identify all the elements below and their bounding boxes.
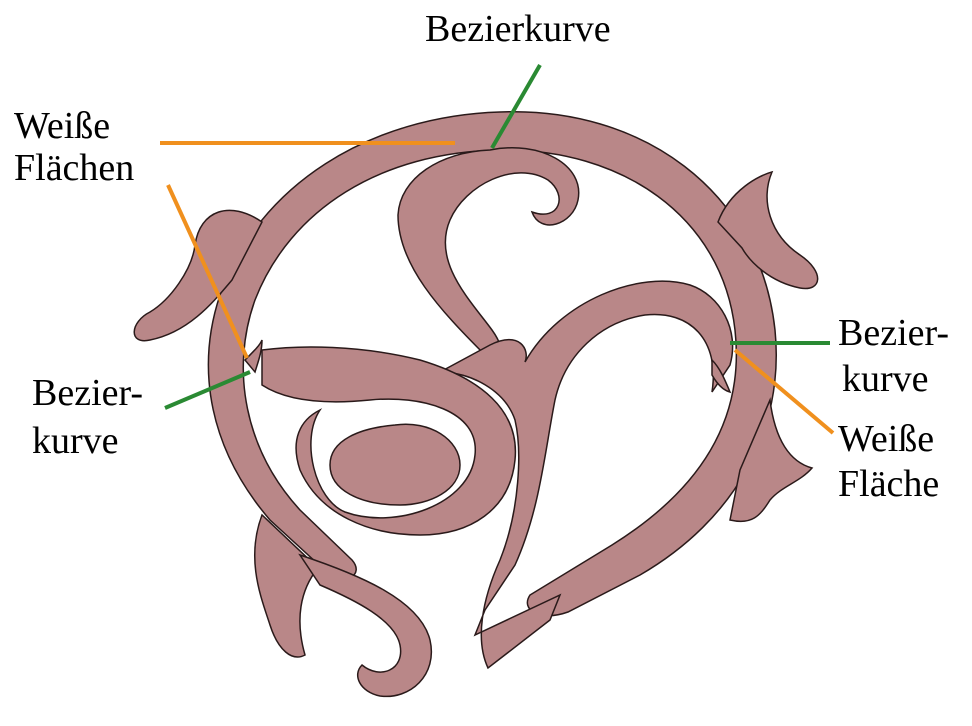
label-right-white-line2: Fläche [838,463,939,505]
bottom-spiral [300,555,431,696]
label-right-bezier-line2: kurve [842,358,929,400]
label-top-bezier: Bezierkurve [425,8,611,50]
label-right-bezier-line1: Bezier- [838,312,949,354]
label-left-bezier-line2: kurve [32,420,119,462]
label-right-white-line1: Weiße [838,418,934,460]
label-left-white-line1: Weiße [14,105,110,147]
label-left-white-line2: Flächen [14,147,134,189]
label-left-bezier-line1: Bezier- [32,372,143,414]
